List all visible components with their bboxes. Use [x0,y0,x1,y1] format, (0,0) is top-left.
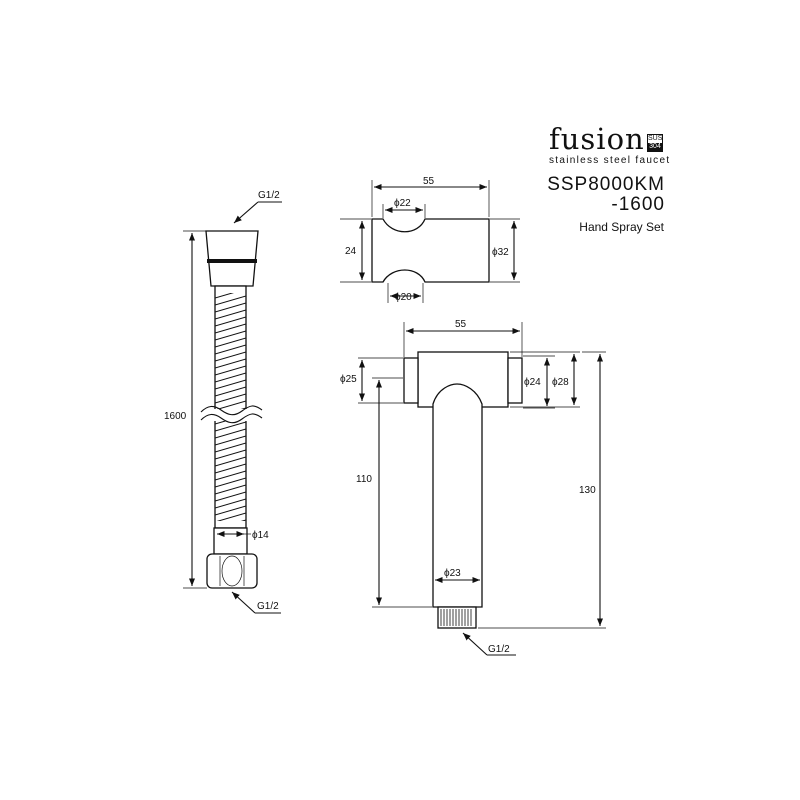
holder-drawing: 55 ϕ22 24 ϕ32 ϕ20 [340,176,520,303]
hose-break-line-bottom [200,413,263,424]
material-badge: SUS 304 [647,134,663,152]
hose-rib [215,302,246,313]
sprayer-thread-fitting [437,606,477,629]
holder-bottom-notch-label: ϕ20 [395,292,412,303]
hose-rib [215,309,246,320]
sprayer-drawing: 55 ϕ25 110 ϕ24 ϕ28 130 ϕ23 G1/2 [340,319,606,656]
hose-rib [215,330,246,341]
hose-rib [215,344,246,355]
hose-hex-nut-arc [221,555,243,587]
hose-rib [215,316,246,327]
hose-rib [215,421,246,432]
holder-width-label: 55 [423,176,435,187]
hose-rib [215,470,246,481]
sprayer-head-outer-diameter-label: ϕ28 [552,377,569,388]
hose-rib [215,372,246,383]
holder-height-label: 24 [345,246,357,257]
hose-rib [215,505,246,516]
holder-body [371,218,490,283]
hose-rib [215,323,246,334]
hose-top-thread-label: G1/2 [258,190,280,201]
sprayer-outlet-collar [403,357,419,404]
model-line-2: -1600 [611,194,665,215]
sprayer-outlet-diameter-label: ϕ25 [340,374,357,385]
model-line-1: SSP8000KM [547,174,665,195]
hose-break-line-top [200,405,263,416]
hose-tube [214,285,247,529]
hose-rib [215,351,246,362]
hose-rib [215,463,246,474]
hose-rib [215,400,246,411]
brand-tagline: stainless steel faucet [549,155,671,166]
hose-top-nut-band [207,259,257,263]
holder-top-notch-label: ϕ22 [394,198,411,209]
hose-rib [215,484,246,495]
hose-bottom-collar [213,527,248,555]
hose-rib [215,358,246,369]
model-number: SSP8000KM -1600 [545,175,665,215]
material-badge-bottom: 304 [648,143,662,151]
hose-top-nut [205,230,259,287]
hose-hex-nut [206,553,258,589]
hose-rib [215,449,246,460]
hose-rib [215,393,246,404]
hose-rib [215,477,246,488]
material-badge-top: SUS [648,135,663,142]
hose-rib [215,293,235,299]
sprayer-thread-lines [440,609,472,626]
hose-rib [215,295,246,306]
hose-rib [215,491,246,502]
sprayer-head-inner-diameter-label: ϕ24 [524,377,541,388]
product-name: Hand Spray Set [579,220,664,234]
hose-rib [215,379,246,390]
hose-ribbing [215,293,246,521]
hose-rib [216,512,246,521]
hose-length-label: 1600 [164,411,187,422]
hose-rib [215,456,246,467]
sprayer-thread-label: G1/2 [488,644,510,655]
hose-rib [215,442,246,453]
sprayer-handle-length-label: 110 [356,474,372,485]
sprayer-rear-collar [507,357,523,404]
hose-rib [215,428,246,439]
hose-rib [215,386,246,397]
hose-rib [215,365,246,376]
hose-bottom-thread-label: G1/2 [257,601,279,612]
hose-rib [215,337,246,348]
sprayer-total-length-label: 130 [579,485,596,496]
holder-depth-label: ϕ32 [492,247,509,258]
hose-rib [215,498,246,509]
sprayer-head-width-label: 55 [455,319,467,330]
sprayer-handle-diameter-label: ϕ23 [444,568,461,579]
hose-drawing: G1/2 1600 ϕ14 G1/2 [164,190,282,614]
brand-logo: fusion [549,122,645,156]
sprayer-handle [432,383,483,608]
hose-diameter-label: ϕ14 [252,530,269,541]
hose-rib [215,435,246,446]
